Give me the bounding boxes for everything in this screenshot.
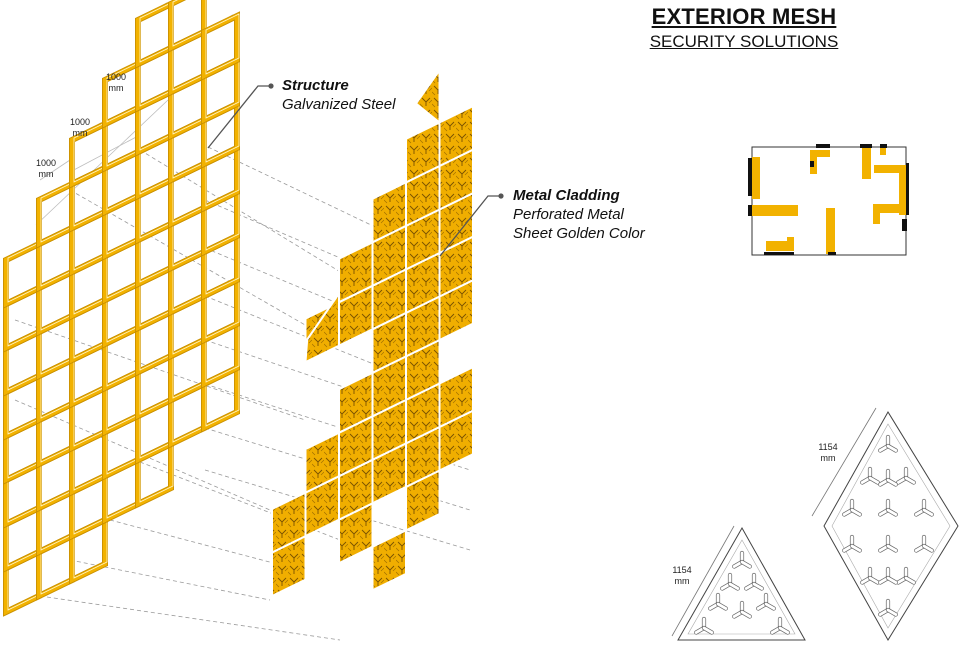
dimension-guide [39, 159, 71, 181]
structure-leader-dot [268, 83, 274, 89]
perforation-arm-inner [886, 576, 898, 584]
plan-cladding-segment [880, 147, 886, 155]
perforation-arm-inner [904, 576, 916, 584]
plan-cladding-segment [899, 165, 907, 215]
projection-line [69, 559, 271, 601]
perforation-arm-inner [752, 582, 764, 590]
perforation-arm-inner [886, 508, 898, 516]
metal-cladding-panels [271, 67, 474, 598]
plan-wall-segment [860, 144, 872, 148]
plan-cladding-segment [810, 150, 830, 157]
plan-cladding-segment [752, 205, 798, 216]
plan-wall-segment [816, 144, 830, 148]
plan-wall-segment [764, 252, 794, 255]
perforation-arm-inner [886, 478, 898, 486]
plan-cladding-segment [862, 147, 871, 179]
projection-line [109, 519, 301, 571]
plan-wall-segment [810, 161, 814, 167]
perforation-arm-inner [868, 476, 880, 484]
rhombus-panel [811, 407, 959, 641]
perforation-arm-inner [740, 610, 752, 618]
triangle-outline [677, 526, 806, 641]
title-block: EXTERIOR MESH SECURITY SOLUTIONS [600, 4, 888, 52]
rhombus-inner-outline [831, 423, 951, 629]
frame-cell-highlight [205, 13, 240, 75]
cladding-heading: Metal Cladding [513, 187, 620, 204]
triangle-panel [671, 525, 806, 641]
rhombus-dimension-line [811, 407, 877, 517]
cladding-panel [414, 67, 441, 125]
cladding-line-2: Sheet Golden Color [513, 225, 645, 242]
cladding-leader [439, 195, 500, 257]
plan-cladding-segment [787, 237, 794, 247]
perforation-arm-inner [850, 544, 862, 552]
structure-heading: Structure [282, 77, 349, 94]
perforation-arm-inner [728, 582, 740, 590]
steel-structure-frame [3, 0, 240, 617]
callout-leaders [207, 83, 504, 257]
plan-cladding-segment [752, 157, 760, 199]
floor-plan [748, 144, 909, 256]
plan-wall-segment [902, 219, 907, 231]
plan-wall-segment [906, 163, 909, 215]
frame-cell [168, 0, 207, 52]
cladding-panel [438, 104, 474, 168]
plan-cladding-segment [826, 208, 835, 254]
page-subtitle: SECURITY SOLUTIONS [649, 32, 839, 51]
cladding-panel [371, 528, 407, 592]
plan-wall-segment [880, 144, 887, 148]
projection-line [14, 399, 271, 511]
projection-line [207, 146, 441, 259]
plan-wall-segment [748, 158, 752, 196]
plan-wall-segment [828, 252, 836, 255]
cladding-leader-dot [498, 193, 504, 199]
structure-callout: Structure Galvanized Steel [282, 76, 395, 114]
perforation-arm-inner [886, 444, 898, 452]
triangle-dimension-line [671, 525, 735, 637]
projection-line [14, 319, 306, 421]
cladding-line-1: Perforated Metal [513, 206, 624, 223]
perforation-arm-inner [904, 476, 916, 484]
perforation-arm-inner [922, 544, 934, 552]
plan-cladding-segment [874, 165, 906, 173]
perforation-arm-inner [922, 508, 934, 516]
perforation-arm-inner [886, 544, 898, 552]
structure-material: Galvanized Steel [282, 96, 396, 113]
perforation-arm-inner [868, 576, 880, 584]
triangle-inner-outline [687, 539, 796, 635]
rhombus-outline [823, 411, 959, 641]
perforation-arm-inner [850, 508, 862, 516]
cladding-panel [438, 365, 474, 429]
plan-cladding-segment [873, 204, 880, 224]
perforation-arm-inner [716, 602, 728, 610]
perforation-arm-inner [886, 608, 898, 616]
perforation-arm-inner [740, 560, 752, 568]
projection-line [39, 595, 341, 641]
perforation-arm-inner [778, 626, 790, 634]
cladding-panel [304, 290, 340, 364]
perforation-arm-inner [764, 602, 776, 610]
plan-cladding-segment [873, 204, 903, 213]
page-title: EXTERIOR MESH [651, 4, 837, 29]
perforation-arm-inner [702, 626, 714, 634]
frame-cell-highlight [172, 0, 207, 47]
structure-leader [207, 85, 270, 149]
plan-wall-segment [748, 205, 752, 216]
frame-cell [201, 12, 240, 80]
plan-cladding-segment [766, 241, 794, 251]
cladding-callout: Metal Cladding Perforated Metal Sheet Go… [513, 186, 645, 243]
